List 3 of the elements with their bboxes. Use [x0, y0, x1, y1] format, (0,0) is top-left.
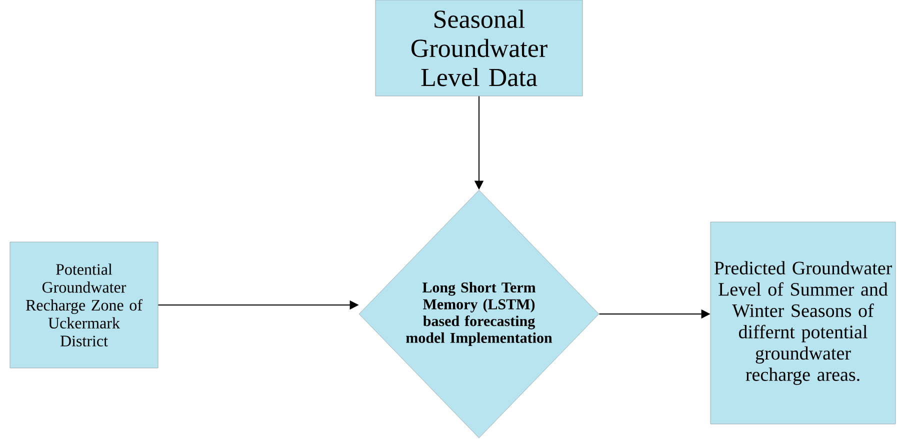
process-box: Seasonal Groundwater Level Data: [375, 0, 583, 96]
process-box: Predicted Groundwater Level of Summer and Winter Seasons of differnt potential groundwater recharge areas.: [710, 222, 896, 424]
process-box: Potential Groundwater Recharge Zone of Uckermark District: [10, 242, 158, 368]
